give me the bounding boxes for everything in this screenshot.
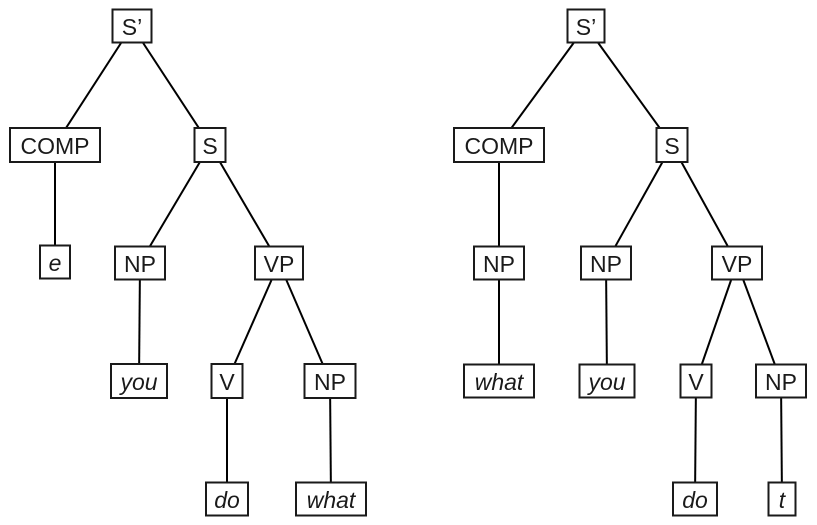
node-right-tree-t: t bbox=[767, 481, 797, 517]
edge-right-tree-np-obj-t bbox=[780, 380, 783, 500]
edge-right-tree-s-bar-comp bbox=[498, 25, 587, 146]
node-box-left-tree-s-bar bbox=[111, 8, 153, 44]
node-box-left-tree-e bbox=[39, 244, 71, 280]
node-right-tree-s: S bbox=[655, 127, 689, 163]
node-left-tree-np-obj: NP bbox=[303, 363, 357, 399]
edge-left-tree-s-vp bbox=[209, 144, 280, 264]
node-label-left-tree-vp: VP bbox=[264, 251, 295, 277]
edge-left-tree-s-bar-comp bbox=[54, 25, 133, 146]
edge-left-tree-np-obj-what bbox=[329, 380, 332, 500]
edge-left-tree-vp-np-obj bbox=[278, 262, 331, 382]
node-box-left-tree-np-obj bbox=[303, 363, 357, 399]
node-label-left-tree-s-bar: S’ bbox=[122, 14, 142, 40]
node-label-left-tree-what: what bbox=[307, 487, 357, 513]
node-right-tree-np-subj: NP bbox=[580, 245, 632, 281]
node-box-right-tree-s-bar bbox=[566, 8, 606, 44]
node-left-tree-v: V bbox=[210, 363, 244, 399]
node-label-left-tree-np-obj: NP bbox=[314, 369, 346, 395]
node-left-tree-s: S bbox=[193, 127, 227, 163]
node-label-left-tree-s: S bbox=[202, 133, 217, 159]
node-box-right-tree-comp bbox=[453, 127, 545, 163]
node-label-left-tree-comp: COMP bbox=[21, 133, 90, 159]
node-right-tree-np-wh: NP bbox=[473, 245, 525, 281]
node-box-left-tree-what bbox=[295, 481, 367, 517]
node-box-right-tree-what bbox=[463, 363, 535, 399]
node-left-tree-you: you bbox=[110, 363, 168, 399]
node-box-left-tree-vp bbox=[254, 245, 304, 281]
node-box-left-tree-np-subj bbox=[114, 245, 166, 281]
node-box-left-tree-you bbox=[110, 363, 168, 399]
node-box-right-tree-you bbox=[578, 363, 636, 399]
node-left-tree-e: e bbox=[39, 244, 71, 280]
edge-right-tree-s-np-subj bbox=[605, 144, 673, 264]
node-right-tree-v: V bbox=[679, 363, 713, 399]
edge-right-tree-s-bar-s bbox=[585, 25, 673, 146]
node-label-right-tree-vp: VP bbox=[722, 251, 753, 277]
node-box-right-tree-do bbox=[672, 481, 718, 517]
node-label-right-tree-np-wh: NP bbox=[483, 251, 515, 277]
edge-right-tree-vp-v bbox=[695, 262, 738, 382]
node-right-tree-what: what bbox=[463, 363, 535, 399]
node-label-right-tree-comp: COMP bbox=[465, 133, 534, 159]
node-label-right-tree-np-obj: NP bbox=[765, 369, 797, 395]
node-box-left-tree-do bbox=[205, 481, 249, 517]
node-box-right-tree-v bbox=[679, 363, 713, 399]
edge-right-tree-v-do bbox=[694, 380, 697, 500]
node-right-tree-np-obj: NP bbox=[755, 363, 807, 399]
node-label-left-tree-v: V bbox=[219, 369, 235, 395]
node-left-tree-vp: VP bbox=[254, 245, 304, 281]
node-label-left-tree-np-subj: NP bbox=[124, 251, 156, 277]
node-label-right-tree-what: what bbox=[475, 369, 525, 395]
node-label-right-tree-s: S bbox=[664, 133, 679, 159]
edge-right-tree-s-vp bbox=[671, 144, 738, 264]
edge-left-tree-s-bar-s bbox=[131, 25, 211, 146]
edge-left-tree-s-np-subj bbox=[139, 144, 211, 264]
node-label-left-tree-you: you bbox=[118, 369, 157, 395]
node-right-tree-do: do bbox=[672, 481, 718, 517]
node-left-tree-np-subj: NP bbox=[114, 245, 166, 281]
node-right-tree-vp: VP bbox=[711, 245, 763, 281]
node-right-tree-comp: COMP bbox=[453, 127, 545, 163]
node-box-right-tree-np-obj bbox=[755, 363, 807, 399]
node-box-right-tree-np-subj bbox=[580, 245, 632, 281]
node-label-left-tree-e: e bbox=[49, 250, 62, 276]
edge-left-tree-vp-v bbox=[226, 262, 280, 382]
node-label-right-tree-np-subj: NP bbox=[590, 251, 622, 277]
node-left-tree-s-bar: S’ bbox=[111, 8, 153, 44]
node-box-right-tree-np-wh bbox=[473, 245, 525, 281]
node-label-right-tree-t: t bbox=[779, 487, 787, 513]
node-left-tree-comp: COMP bbox=[9, 127, 101, 163]
node-label-right-tree-v: V bbox=[688, 369, 704, 395]
node-right-tree-you: you bbox=[578, 363, 636, 399]
node-left-tree-what: what bbox=[295, 481, 367, 517]
node-box-left-tree-v bbox=[210, 363, 244, 399]
node-label-right-tree-do: do bbox=[682, 487, 708, 513]
node-box-right-tree-t bbox=[767, 481, 797, 517]
node-label-right-tree-you: you bbox=[586, 369, 625, 395]
edge-left-tree-np-subj-you bbox=[138, 262, 141, 382]
right-tree: S’ COMP S NP NP VP what you V NP do t bbox=[453, 8, 807, 517]
node-box-left-tree-s bbox=[193, 127, 227, 163]
node-label-right-tree-s-bar: S’ bbox=[576, 14, 596, 40]
node-box-left-tree-comp bbox=[9, 127, 101, 163]
node-box-right-tree-s bbox=[655, 127, 689, 163]
node-right-tree-s-bar: S’ bbox=[566, 8, 606, 44]
node-label-left-tree-do: do bbox=[214, 487, 240, 513]
node-left-tree-do: do bbox=[205, 481, 249, 517]
edge-right-tree-np-subj-you bbox=[605, 262, 608, 382]
node-box-right-tree-vp bbox=[711, 245, 763, 281]
edge-right-tree-vp-np-obj bbox=[736, 262, 782, 382]
